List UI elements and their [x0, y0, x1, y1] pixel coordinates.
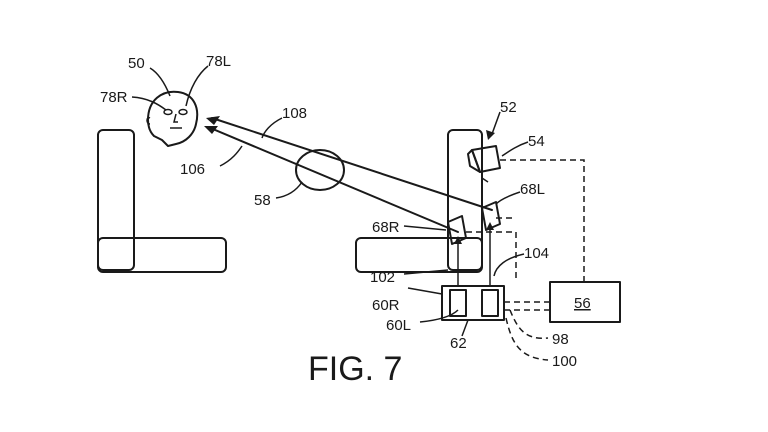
- dashed-camera-to-controller: [500, 159, 585, 282]
- leader-78R: [131, 96, 167, 111]
- label-100: 100: [552, 353, 577, 370]
- label-56: 56: [574, 295, 591, 312]
- leader-60R: [407, 287, 443, 295]
- dashed-mirror-link: [466, 231, 517, 282]
- mirror-68L: [481, 201, 501, 282]
- left-seat: [97, 129, 227, 273]
- leader-54: [501, 141, 529, 157]
- leader-60L: [419, 309, 459, 323]
- leader-52: [491, 111, 501, 135]
- source-60L: [481, 289, 499, 317]
- label-50: 50: [128, 55, 145, 72]
- label-78R: 78R: [100, 89, 128, 106]
- left-eye-icon: [178, 108, 188, 116]
- mirror-68R: [447, 215, 467, 272]
- leader-68R: [403, 225, 447, 231]
- arrowhead-106-icon: [204, 126, 218, 134]
- leader-68L: [495, 191, 521, 205]
- label-68L: 68L: [520, 181, 545, 198]
- dashed-line-98: [509, 309, 549, 339]
- label-60L: 60L: [386, 317, 411, 334]
- label-108: 108: [282, 105, 307, 122]
- beam-pair: [204, 116, 493, 233]
- light-unit-62: [441, 272, 505, 321]
- source-60R: [449, 289, 467, 317]
- leader-102: [403, 269, 449, 275]
- lens-ellipse: [295, 149, 345, 191]
- arrowhead-102-icon: [454, 236, 462, 244]
- leader-58: [275, 181, 303, 199]
- label-54: 54: [528, 133, 545, 150]
- label-60R: 60R: [372, 297, 400, 314]
- leader-104: [493, 253, 525, 277]
- right-eye-icon: [163, 108, 173, 116]
- leader-106: [219, 145, 243, 167]
- label-52: 52: [500, 99, 517, 116]
- label-98: 98: [552, 331, 569, 348]
- label-78L: 78L: [206, 53, 231, 70]
- label-58: 58: [254, 192, 271, 209]
- camera-54: [467, 145, 501, 183]
- leader-50: [149, 67, 171, 97]
- arrowhead-104-icon: [486, 222, 494, 230]
- label-104: 104: [524, 245, 549, 262]
- leader-78L: [185, 65, 209, 107]
- dashed-line-100: [505, 317, 549, 361]
- figure-caption: FIG. 7: [308, 350, 402, 388]
- arrowhead-108-icon: [206, 116, 220, 125]
- occupant-head: [146, 90, 199, 147]
- leader-108: [261, 117, 283, 139]
- label-102: 102: [370, 269, 395, 286]
- arrowhead-52-icon: [486, 130, 495, 140]
- nose-icon: [173, 113, 178, 123]
- ear-icon: [146, 116, 151, 125]
- leader-62: [461, 319, 469, 337]
- label-68R: 68R: [372, 219, 400, 236]
- label-62: 62: [450, 335, 467, 352]
- label-106: 106: [180, 161, 205, 178]
- controller-56: [549, 281, 621, 323]
